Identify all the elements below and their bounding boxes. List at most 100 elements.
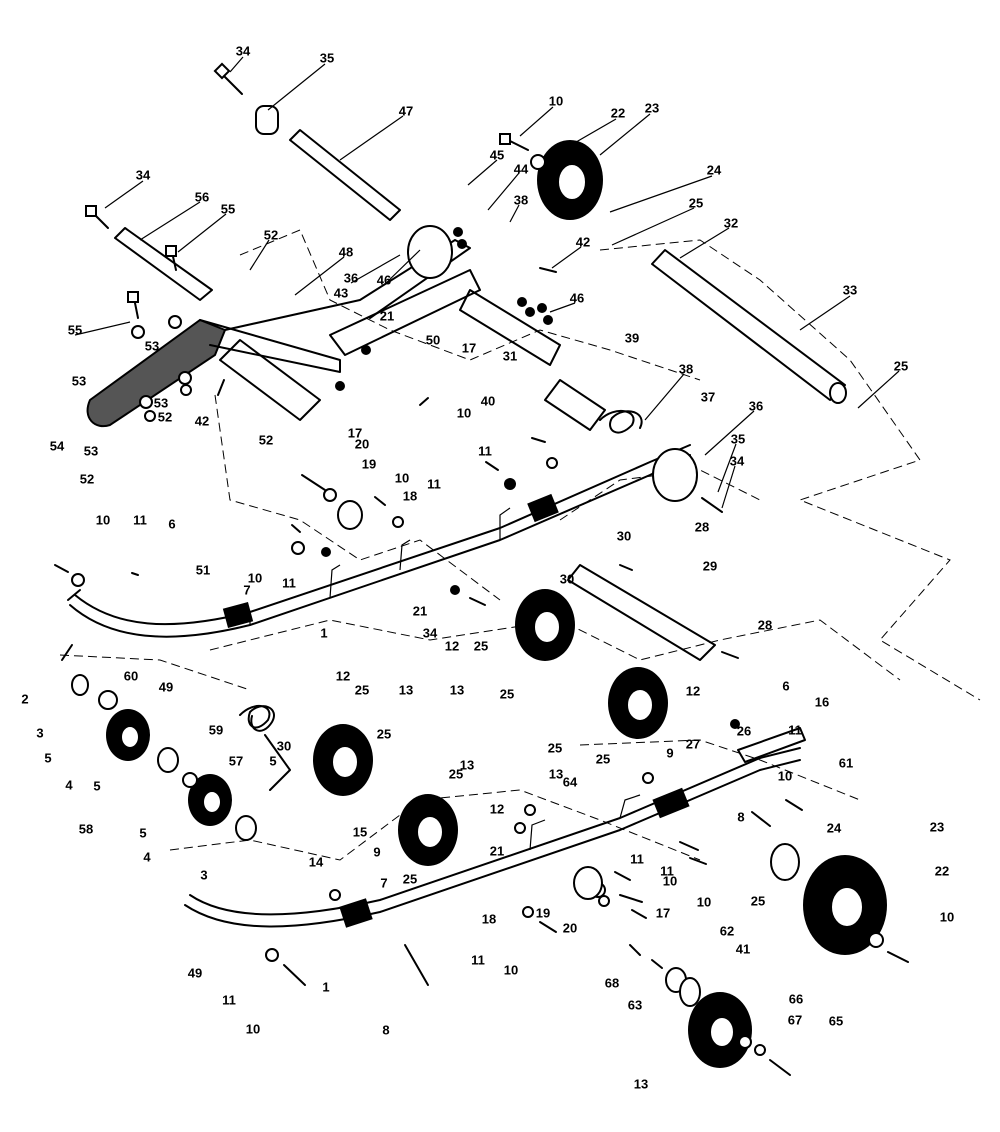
part-number-label: 50 [426,332,440,347]
part-number-label: 11 [133,512,147,527]
part-number-label: 10 [395,470,409,485]
part-number-label: 20 [563,920,577,935]
part-number-label: 17 [462,340,476,355]
part-number-label: 14 [309,854,324,869]
part-number-label: 46 [570,290,584,305]
part-number-label: 8 [737,809,744,824]
part-number-label: 2 [21,691,28,706]
part-number-label: 11 [282,575,296,590]
part-number-label: 66 [789,991,803,1006]
part-number-label: 12 [336,668,350,683]
part-number-label: 8 [382,1022,389,1037]
part-number-label: 49 [188,965,202,980]
part-number-label: 59 [209,722,223,737]
part-number-label: 25 [596,751,610,766]
part-number-label: 24 [707,162,722,177]
part-number-label: 33 [843,282,857,297]
part-number-label: 55 [68,322,82,337]
part-number-label: 22 [611,105,625,120]
idler-wheels [106,140,887,1068]
part-number-label: 9 [666,745,673,760]
part-number-label: 3 [200,867,207,882]
part-number-label: 10 [549,93,563,108]
part-number-label: 13 [460,757,474,772]
part-number-label: 10 [248,570,262,585]
part-number-label: 67 [788,1012,802,1027]
part-number-label: 21 [380,308,394,323]
part-number-label: 30 [617,528,631,543]
part-number-label: 35 [731,431,745,446]
part-number-label: 12 [686,683,700,698]
part-number-label: 31 [503,348,517,363]
part-number-label: 27 [686,736,700,751]
part-number-label: 28 [758,617,772,632]
part-number-label: 6 [168,516,175,531]
part-number-label: 68 [605,975,619,990]
part-number-label: 43 [334,285,348,300]
part-number-label: 25 [894,358,908,373]
part-number-label: 52 [259,432,273,447]
part-number-label: 48 [339,244,353,259]
upper-slide-rail [67,444,691,638]
part-number-label: 32 [724,215,738,230]
part-number-label: 10 [940,909,954,924]
part-number-label: 19 [362,456,376,471]
part-number-label: 53 [154,395,168,410]
part-number-label: 17 [656,905,670,920]
part-number-label: 52 [158,409,172,424]
part-number-label: 25 [403,871,417,886]
part-number-label: 13 [450,682,464,697]
part-number-label: 54 [50,438,65,453]
part-number-label: 51 [196,562,210,577]
fasteners [54,62,909,1076]
part-number-label: 53 [84,443,98,458]
shafts-and-tubes [114,105,847,661]
part-number-label: 10 [96,512,110,527]
part-number-label: 6 [782,678,789,693]
part-number-label: 35 [320,50,334,65]
part-number-label: 65 [829,1013,843,1028]
part-number-label: 52 [80,471,94,486]
part-number-label: 58 [79,821,93,836]
part-number-label: 45 [490,147,504,162]
part-number-label: 61 [839,755,853,770]
part-number-label: 26 [737,723,751,738]
part-number-label: 34 [236,43,251,58]
part-number-label: 57 [229,753,243,768]
part-number-label: 1 [322,979,329,994]
springs [239,254,643,791]
part-number-label: 30 [560,571,574,586]
part-number-label: 39 [625,330,639,345]
part-number-label: 3 [36,725,43,740]
part-number-label: 1 [320,625,327,640]
part-number-label: 38 [514,192,528,207]
part-number-label: 25 [689,195,703,210]
part-number-label: 5 [44,750,51,765]
part-number-label: 30 [277,738,291,753]
part-number-label: 12 [490,801,504,816]
part-number-label: 10 [246,1021,260,1036]
part-number-label: 21 [490,843,504,858]
part-number-label: 10 [457,405,471,420]
part-number-label: 34 [730,453,745,468]
leader-lines [74,56,900,509]
part-number-label: 11 [788,722,802,737]
part-number-label: 23 [645,100,659,115]
part-number-label: 10 [778,768,792,783]
part-number-label: 23 [930,819,944,834]
part-number-label: 25 [377,726,391,741]
part-number-label: 25 [548,740,562,755]
part-number-label: 53 [72,373,86,388]
part-number-label: 29 [703,558,717,573]
part-number-label: 55 [221,201,235,216]
part-number-label: 18 [403,488,417,503]
part-number-label: 22 [935,863,949,878]
part-number-label: 25 [355,682,369,697]
part-number-label: 5 [93,778,100,793]
part-number-label: 11 [222,992,236,1007]
part-number-label: 42 [576,234,590,249]
part-number-label: 21 [413,603,427,618]
part-number-label: 9 [373,844,380,859]
